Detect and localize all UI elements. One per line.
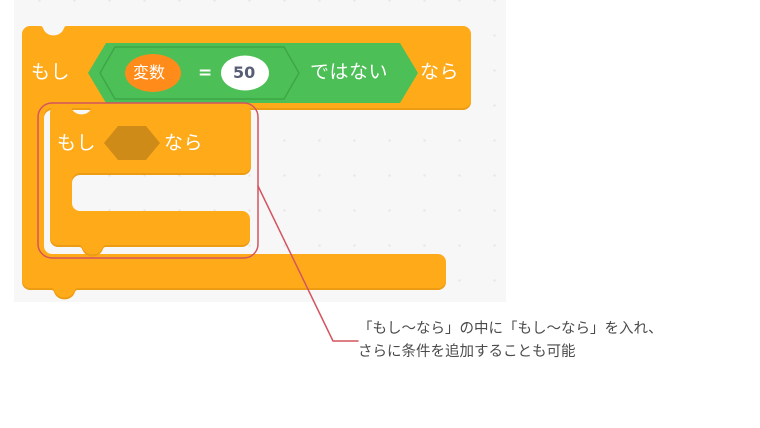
nested-if-prefix-label: もし xyxy=(57,132,97,154)
caption-line-1: 「もし〜なら」の中に「もし〜なら」を入れ、 xyxy=(358,321,663,337)
nested-if-suffix-label: なら xyxy=(164,132,204,154)
caption-line-2: さらに条件を追加することも可能 xyxy=(358,344,576,360)
not-block-label: ではない xyxy=(310,61,389,83)
empty-condition-slot-hexagon[interactable] xyxy=(104,126,160,160)
equals-operator-symbol: = xyxy=(198,63,213,83)
callout-leader-line xyxy=(257,185,359,342)
nested-if-block[interactable] xyxy=(50,104,251,255)
outer-if-suffix-label: なら xyxy=(420,61,460,83)
outer-if-prefix-label: もし xyxy=(31,61,71,83)
variable-reporter-label: 変数 xyxy=(133,63,166,82)
nested-block-highlight xyxy=(37,102,259,259)
number-input-oval[interactable] xyxy=(221,55,269,91)
variable-reporter-block[interactable] xyxy=(125,54,181,92)
annotation-caption: 「もし〜なら」の中に「もし〜なら」を入れ、 さらに条件を追加することも可能 xyxy=(358,318,750,364)
number-input-value: 50 xyxy=(233,63,256,82)
